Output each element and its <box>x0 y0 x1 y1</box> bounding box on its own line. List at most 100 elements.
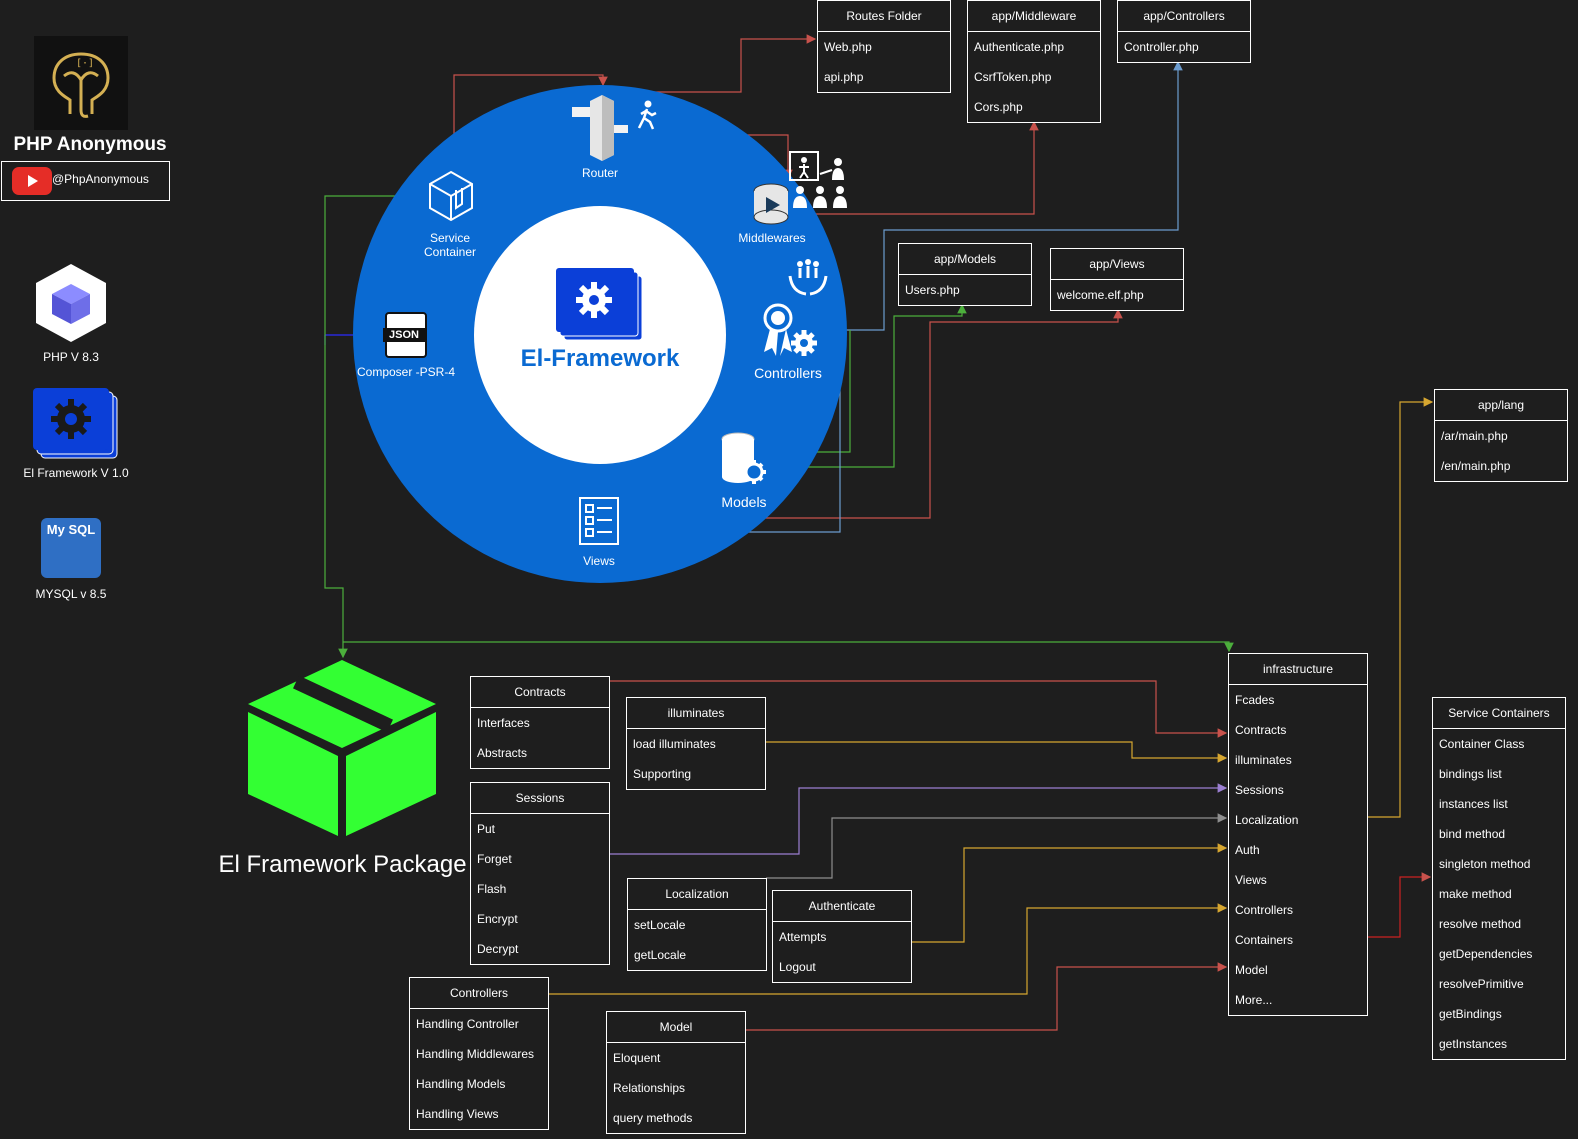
app-models-table: app/Models Users.php <box>898 243 1032 306</box>
service-containers-row: resolvePrimitive <box>1439 977 1524 991</box>
service-containers-row: bind method <box>1439 827 1506 841</box>
infrastructure-row: Contracts <box>1235 723 1287 737</box>
controllers-table: Controllers Handling Controller Handling… <box>409 977 549 1130</box>
framework-title: El-Framework <box>520 345 680 372</box>
json-file-icon: JSON <box>383 312 427 358</box>
brand-name: PHP Anonymous <box>13 134 167 155</box>
controllers-title: Controllers <box>410 978 548 1009</box>
views-label: Views <box>583 554 615 568</box>
app-views-title: app/Views <box>1051 249 1183 280</box>
app-lang-row: /en/main.php <box>1441 459 1511 473</box>
infrastructure-row: Model <box>1235 963 1268 977</box>
authenticate-table: Authenticate Attempts Logout <box>772 890 912 983</box>
contracts-table: Contracts Interfaces Abstracts <box>470 676 610 769</box>
app-middleware-row: Authenticate.php <box>974 40 1065 54</box>
service-containers-row: bindings list <box>1439 767 1502 781</box>
service-containers-row: resolve method <box>1439 917 1522 931</box>
infrastructure-row: Containers <box>1235 933 1294 947</box>
infrastructure-row: More... <box>1235 993 1273 1007</box>
middleware-router-icon <box>753 183 789 225</box>
illuminates-title: illuminates <box>627 698 765 729</box>
controllers-row: Handling Controller <box>416 1017 519 1031</box>
infrastructure-row: Localization <box>1235 813 1299 827</box>
infrastructure-row: Controllers <box>1235 903 1294 917</box>
infrastructure-title: infrastructure <box>1229 654 1367 685</box>
brand-logo: [·] <box>34 36 128 130</box>
controllers-row: Handling Models <box>416 1077 506 1091</box>
model-row: query methods <box>613 1111 693 1125</box>
sessions-row: Flash <box>477 882 507 896</box>
routes-folder-row: Web.php <box>824 40 872 54</box>
app-models-row: Users.php <box>905 283 960 297</box>
authenticate-row: Attempts <box>779 930 827 944</box>
middleware-presenter-icon <box>789 151 847 208</box>
service-containers-row: getInstances <box>1439 1037 1508 1051</box>
model-row: Relationships <box>613 1081 686 1095</box>
service-containers-row: Container Class <box>1439 737 1525 751</box>
infrastructure-row: illuminates <box>1235 753 1292 767</box>
model-row: Eloquent <box>613 1051 661 1065</box>
php-version-label: PHP V 8.3 <box>43 350 99 364</box>
mysql-icon: My SQL <box>41 518 101 578</box>
php-cube-icon <box>36 264 106 342</box>
app-controllers-row: Controller.php <box>1124 40 1199 54</box>
service-container-label-line2: Container <box>423 245 477 259</box>
routes-folder-table: Routes Folder Web.php api.php <box>817 0 951 93</box>
service-containers-row: getDependencies <box>1439 947 1533 961</box>
controllers-row: Handling Views <box>416 1107 499 1121</box>
app-lang-table: app/lang /ar/main.php /en/main.php <box>1434 389 1568 482</box>
routes-folder-title: Routes Folder <box>818 1 950 32</box>
sessions-row: Forget <box>477 852 512 866</box>
app-views-row: welcome.elf.php <box>1057 288 1144 302</box>
app-models-title: app/Models <box>899 244 1031 275</box>
service-container-label-line1: Service <box>429 231 470 245</box>
gear-stack-icon <box>33 388 118 459</box>
youtube-channel-link[interactable]: @PhpAnonymous <box>1 161 170 201</box>
sessions-row: Encrypt <box>477 912 518 926</box>
app-views-table: app/Views welcome.elf.php <box>1050 248 1184 311</box>
models-label: Models <box>721 494 767 510</box>
routes-folder-row: api.php <box>824 70 864 84</box>
hands-care-icon <box>788 259 828 296</box>
walking-person-icon <box>637 100 657 130</box>
package-title: El Framework Package <box>218 851 467 878</box>
infrastructure-table: infrastructure Fcades Contracts illumina… <box>1228 653 1368 1016</box>
service-containers-title: Service Containers <box>1433 698 1565 729</box>
service-containers-row: singleton method <box>1439 857 1531 871</box>
app-middleware-title: app/Middleware <box>968 1 1100 32</box>
localization-row: getLocale <box>634 948 687 962</box>
model-title: Model <box>607 1012 745 1043</box>
controllers-row: Handling Middlewares <box>416 1047 535 1061</box>
svg-text:[·]: [·] <box>76 58 94 69</box>
controllers-award-gear-icon <box>763 303 817 356</box>
router-icon <box>572 95 628 161</box>
el-framework-version-label: El Framework V 1.0 <box>23 466 129 480</box>
youtube-handle: @PhpAnonymous <box>52 172 149 186</box>
app-lang-row: /ar/main.php <box>1441 429 1508 443</box>
sessions-row: Put <box>477 822 496 836</box>
youtube-icon <box>12 167 52 195</box>
illuminates-table: illuminates load illuminates Supporting <box>626 697 766 790</box>
models-database-gear-icon <box>721 432 766 484</box>
sessions-title: Sessions <box>471 783 609 814</box>
sessions-row: Decrypt <box>477 942 519 956</box>
contracts-title: Contracts <box>471 677 609 708</box>
router-label: Router <box>581 166 619 180</box>
app-middleware-table: app/Middleware Authenticate.php CsrfToke… <box>967 0 1101 123</box>
localization-table: Localization setLocale getLocale <box>627 878 767 971</box>
model-table: Model Eloquent Relationships query metho… <box>606 1011 746 1134</box>
mysql-icon-text: My SQL <box>46 522 96 537</box>
illuminates-row: load illuminates <box>633 737 716 751</box>
mysql-version-label: MYSQL v 8.5 <box>35 587 107 601</box>
infrastructure-row: Views <box>1235 873 1267 887</box>
views-checklist-icon <box>579 497 619 545</box>
app-middleware-row: CsrfToken.php <box>974 70 1052 84</box>
contracts-row: Abstracts <box>477 746 528 760</box>
app-controllers-title: app/Controllers <box>1118 1 1250 32</box>
service-containers-row: getBindings <box>1439 1007 1502 1021</box>
sessions-table: Sessions Put Forget Flash Encrypt Decryp… <box>470 782 610 965</box>
illuminates-row: Supporting <box>633 767 692 781</box>
service-containers-row: instances list <box>1439 797 1508 811</box>
authenticate-row: Logout <box>779 960 816 974</box>
